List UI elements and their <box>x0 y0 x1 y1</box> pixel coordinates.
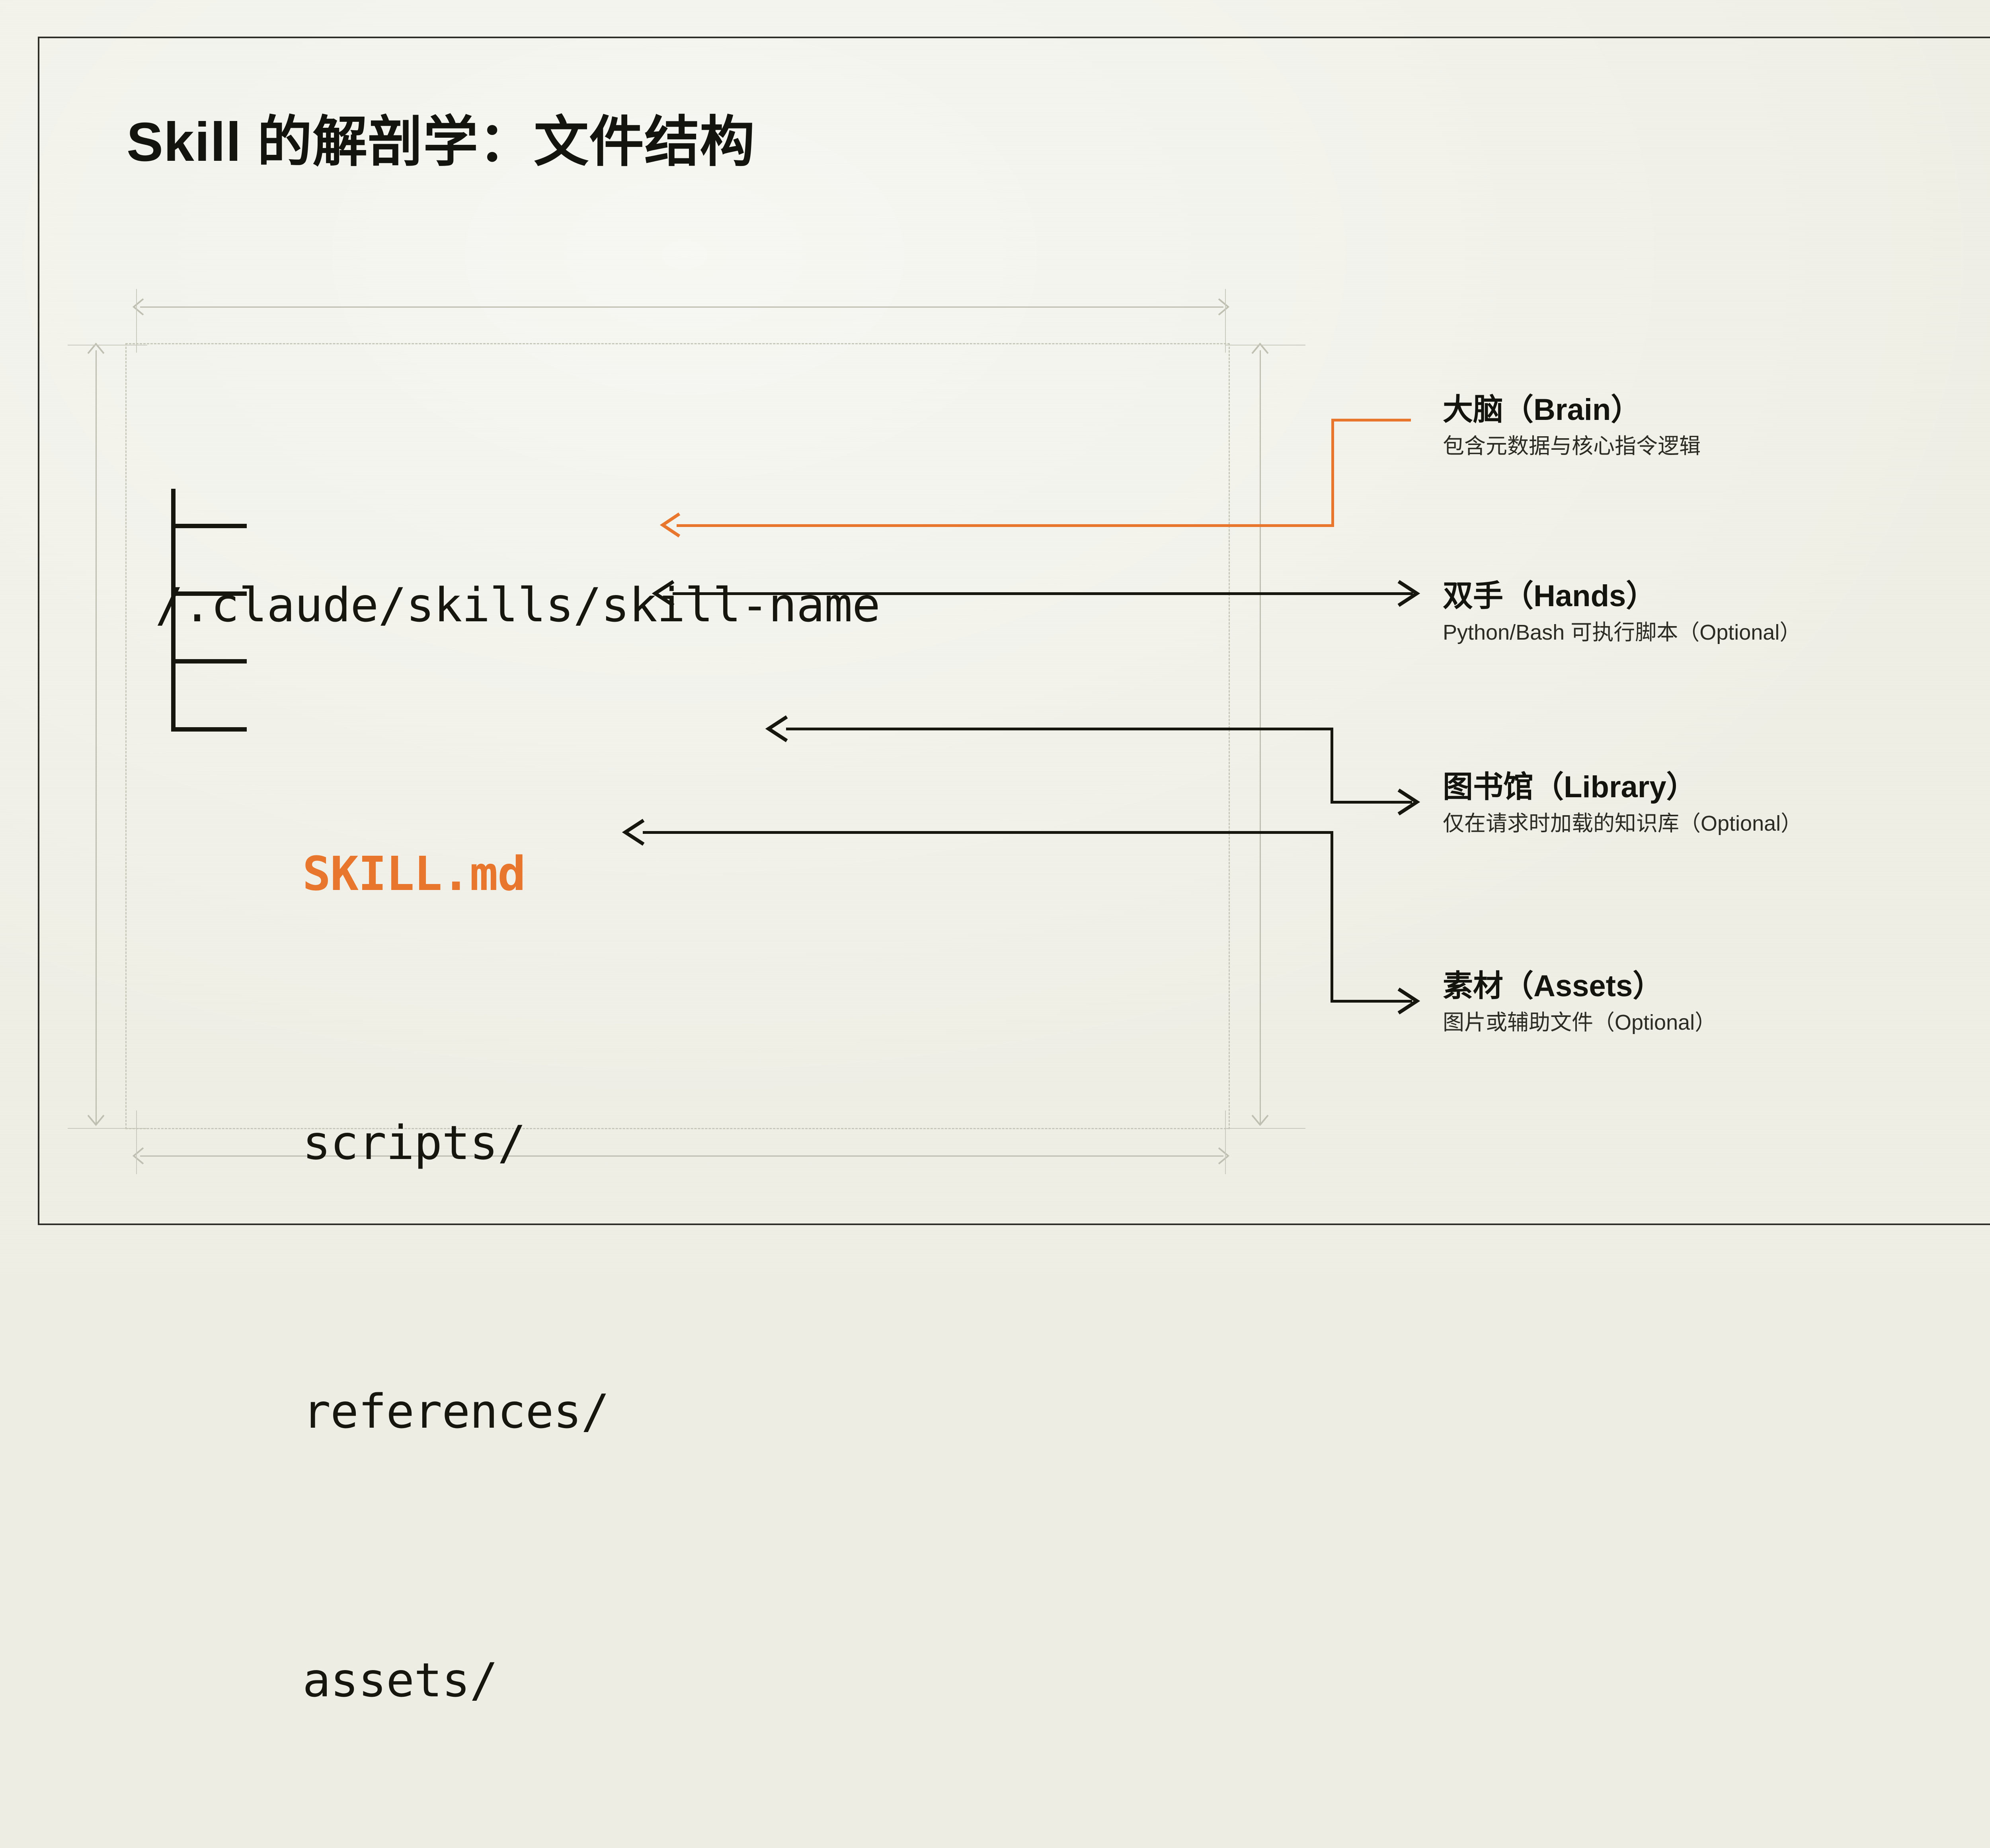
page-title: Skill 的解剖学：文件结构 <box>127 111 755 173</box>
tree-row-references: references/ <box>155 1378 609 1445</box>
dimension-arrowhead-up-left <box>87 341 105 355</box>
annotation-library: 图书馆（Library） 仅在请求时加载的知识库（Optional） <box>1443 771 1802 835</box>
annotation-brain-subtitle: 包含元数据与核心指令逻辑 <box>1443 434 1701 458</box>
arrowhead-references <box>765 715 789 743</box>
dimension-arrowhead-down-left <box>87 1114 105 1127</box>
tree-item-scripts: scripts/ <box>302 1115 526 1170</box>
arrowhead-skill-md <box>659 512 682 538</box>
annotation-brain: 大脑（Brain） 包含元数据与核心指令逻辑 <box>1443 394 1701 458</box>
tree-root-path: /.claude/skills/skill-name <box>155 578 880 633</box>
annotation-library-subtitle: 仅在请求时加载的知识库（Optional） <box>1443 811 1803 835</box>
annotation-assets: 素材（Assets） 图片或辅助文件（Optional） <box>1443 970 1716 1034</box>
arrowhead-scripts-left <box>651 580 676 607</box>
annotation-library-title: 图书馆（Library） <box>1443 770 1697 804</box>
tree-row-skill-md: SKILL.md <box>155 840 526 907</box>
annotation-hands-subtitle: Python/Bash 可执行脚本（Optional） <box>1443 620 1801 644</box>
annotation-brain-title: 大脑（Brain） <box>1443 393 1641 427</box>
tree-row-root: /.claude/skills/skill-name <box>155 572 880 639</box>
dimension-arrowhead-bottom-left <box>131 1147 145 1165</box>
dimension-arrowhead-down-right <box>1251 1114 1269 1127</box>
dimension-arrowhead-up-right <box>1251 341 1269 355</box>
annotation-assets-title: 素材（Assets） <box>1443 969 1663 1003</box>
slide-frame-border <box>38 37 1990 1225</box>
arrowhead-assets-label <box>1396 987 1421 1015</box>
annotation-hands: 双手（Hands） Python/Bash 可执行脚本（Optional） <box>1443 580 1801 644</box>
tree-item-references: references/ <box>302 1384 609 1439</box>
dimension-arrowhead-bottom-right <box>1217 1147 1231 1165</box>
arrowhead-scripts-right <box>1396 580 1421 607</box>
arrowhead-assets <box>621 818 646 846</box>
tree-row-scripts: scripts/ <box>155 1109 526 1177</box>
tree-measure-box <box>125 343 1230 1129</box>
arrowhead-library <box>1396 788 1421 816</box>
dimension-arrowhead-left <box>131 298 145 316</box>
annotation-hands-title: 双手（Hands） <box>1443 579 1656 613</box>
annotation-assets-subtitle: 图片或辅助文件（Optional） <box>1443 1010 1717 1034</box>
dimension-arrowhead-right <box>1217 298 1231 316</box>
tree-item-assets: assets/ <box>302 1653 498 1708</box>
tree-item-skill-md: SKILL.md <box>302 846 526 902</box>
slide-canvas: Skill 的解剖学：文件结构 <box>0 0 1990 1707</box>
tree-row-assets: assets/ <box>155 1647 498 1714</box>
